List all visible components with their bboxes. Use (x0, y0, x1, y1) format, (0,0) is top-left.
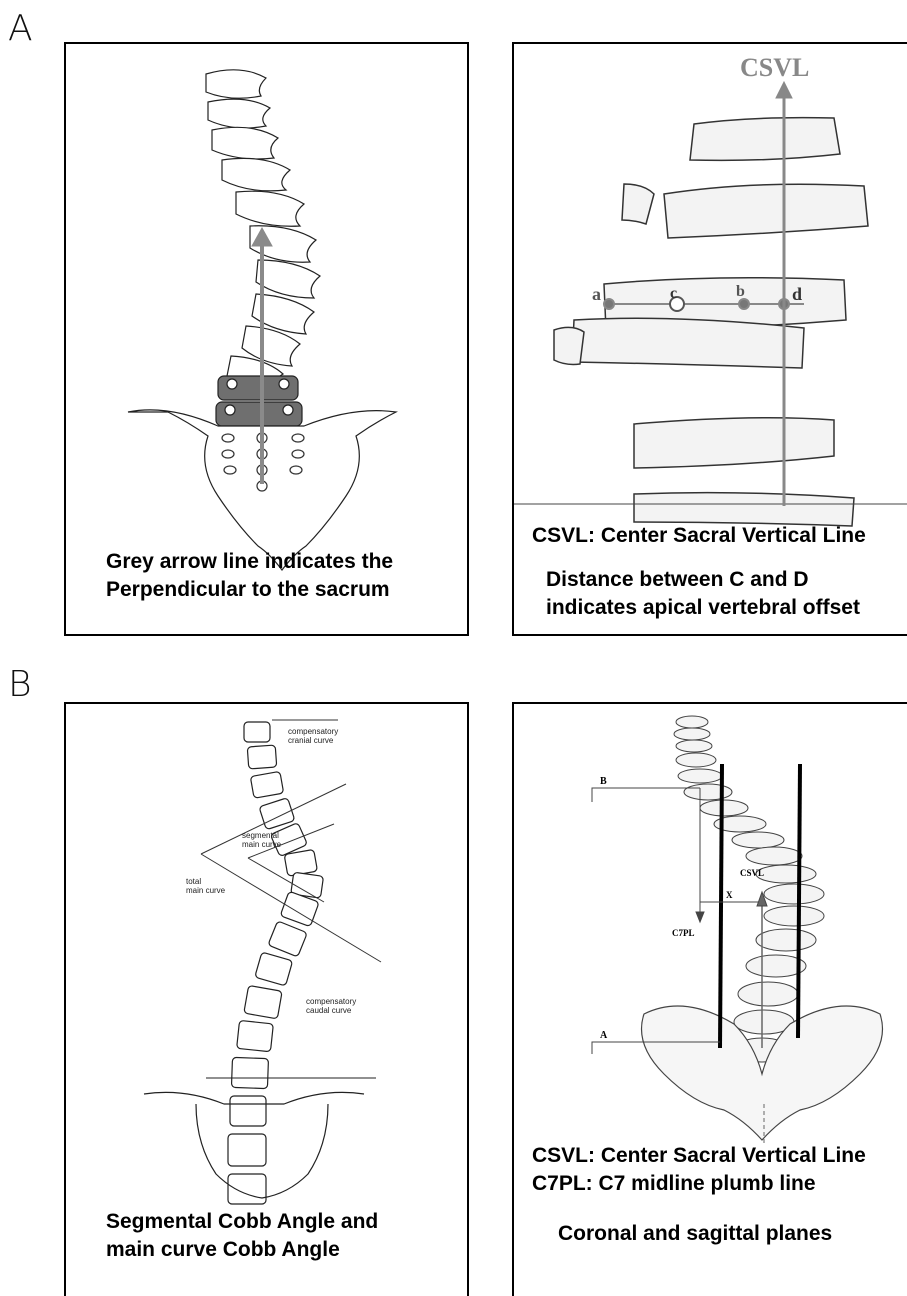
label-b: B (600, 776, 607, 787)
section-b-label: B (8, 664, 32, 705)
caption-b-right-line1: CSVL: Center Sacral Vertical Line C7PL: … (532, 1142, 866, 1198)
vertebrae-column (228, 722, 324, 1204)
label-a: A (600, 1030, 608, 1041)
section-a-label: A (8, 8, 33, 49)
label-d: d (792, 284, 802, 304)
full-spine-illustration: B A X CSVL C7PL (514, 704, 907, 1296)
point-b (739, 299, 749, 309)
label-b: b (736, 283, 745, 300)
label-c7pl: C7PL (672, 928, 695, 938)
caption-a-right-line2: Distance between C and D indicates apica… (546, 566, 860, 622)
highlighted-lumbar-vertebrae (216, 376, 302, 426)
caption-a-right-line1: CSVL: Center Sacral Vertical Line (532, 522, 866, 550)
csvl-label: CSVL (740, 53, 809, 82)
label-x: X (726, 890, 733, 900)
label-a: a (592, 284, 601, 304)
vertebrae-closeup (554, 118, 868, 526)
panel-b-right-coronal-sagittal: B A X CSVL C7PL CSVL: Center Sacral Vert… (512, 702, 907, 1296)
label-c: c (670, 285, 677, 302)
panel-a-left-sacrum-perpendicular: Grey arrow line indicates the Perpendicu… (64, 42, 469, 636)
caption-b-right-line2: Coronal and sagittal planes (558, 1220, 832, 1248)
caption-a-left: Grey arrow line indicates the Perpendicu… (106, 548, 393, 604)
point-a (604, 299, 614, 309)
caption-b-left: Segmental Cobb Angle and main curve Cobb… (106, 1208, 378, 1264)
label-csvl: CSVL (740, 868, 764, 878)
panel-a-right-csvl: CSVL a c b d CSVL: Center Sacral Vertica… (512, 42, 907, 636)
